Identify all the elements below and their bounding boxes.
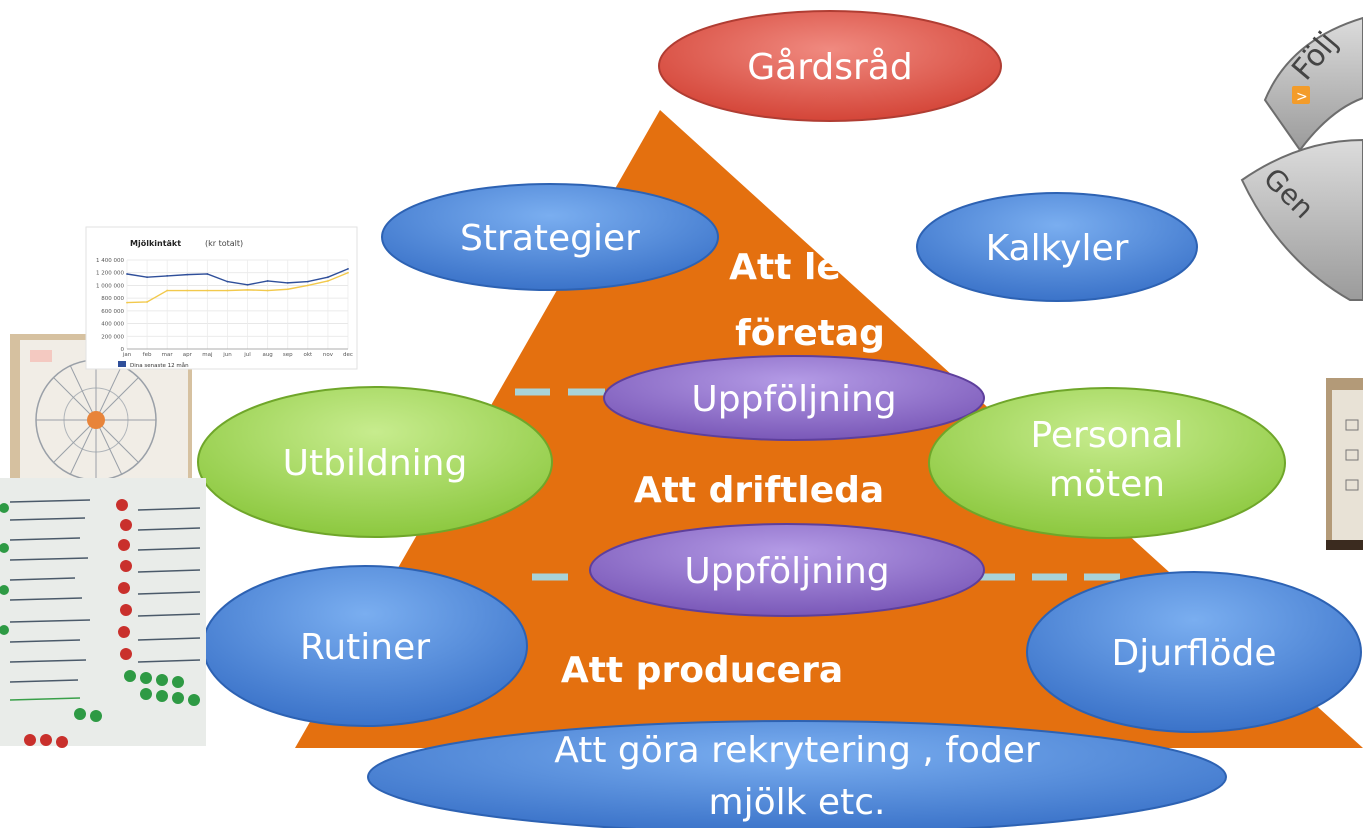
oval-strategier: Strategier: [381, 183, 719, 291]
chart-xtick-label: aug: [262, 352, 272, 358]
chart-ytick-label: 600 000: [101, 309, 124, 315]
level-label-producera: Att producera: [561, 650, 843, 691]
svg-text:Att göra rekrytering , foder: Att göra rekrytering , foder: [554, 730, 1040, 771]
svg-text:Uppföljning: Uppföljning: [684, 551, 889, 592]
chart-series-line-1: [126, 272, 349, 304]
svg-text:>: >: [1296, 89, 1308, 105]
chart-point: [246, 283, 249, 286]
svg-text:Uppföljning: Uppföljning: [691, 379, 896, 420]
cycle-badge: > Följ Gen: [1240, 16, 1363, 301]
chart-point: [226, 280, 229, 283]
level-label-foretag: företag: [735, 313, 885, 354]
chart-point: [166, 289, 169, 292]
chart-ytick-label: 800 000: [101, 296, 124, 302]
level-label-driftleda: Att driftleda: [634, 470, 884, 511]
chart-xtick-label: dec: [343, 352, 353, 358]
oval-kalkyler: Kalkyler: [916, 192, 1198, 302]
milk-income-chart: Mjölkintäkt (kr totalt) 1 400 000 1 200 0…: [85, 226, 358, 370]
chart-xtick-label: feb: [143, 352, 152, 358]
chart-ytick-label: 200 000: [101, 334, 124, 340]
chart-point: [306, 284, 309, 287]
chart-point: [226, 289, 229, 292]
chart-ytick-label: 1 400 000: [96, 258, 124, 264]
chart-point: [327, 280, 329, 282]
chart-xtick-label: maj: [202, 352, 213, 358]
chart-point: [186, 273, 189, 276]
svg-text:Utbildning: Utbildning: [283, 443, 468, 484]
oval-personal-moten: Personal möten: [928, 387, 1286, 539]
chart-point: [206, 289, 209, 292]
chart-ytick-label: 1 200 000: [96, 271, 124, 277]
chevron-icon: [1292, 86, 1310, 104]
chart-point: [146, 301, 148, 303]
svg-text:Strategier: Strategier: [460, 218, 640, 259]
chart-ytick-label: 400 000: [101, 322, 124, 328]
chart-xtick-label: jun: [222, 352, 232, 358]
chart-title: Mjölkintäkt: [130, 239, 181, 248]
chart-point: [327, 276, 329, 279]
oval-rekrytering: Att göra rekrytering , foder mjölk etc.: [367, 720, 1227, 828]
chart-point: [286, 288, 289, 291]
oval-djurflode: Djurflöde: [1026, 571, 1362, 733]
chart-point: [166, 274, 169, 277]
chart-point: [347, 271, 349, 274]
oval-rutiner: Rutiner: [202, 565, 528, 727]
chart-point: [266, 289, 269, 292]
chart-point: [126, 301, 128, 304]
svg-text:Personal: Personal: [1030, 415, 1183, 456]
svg-text:mjölk etc.: mjölk etc.: [709, 782, 886, 823]
chart-xtick-label: apr: [183, 352, 193, 358]
oval-uppfoljning-top: Uppföljning: [603, 355, 985, 441]
svg-text:Gårdsråd: Gårdsråd: [747, 47, 912, 88]
svg-text:möten: möten: [1049, 464, 1165, 505]
chart-point: [286, 281, 289, 284]
chart-point: [126, 273, 128, 275]
chart-point: [146, 276, 148, 279]
chart-xtick-label: jul: [243, 352, 251, 358]
chart-ytick-label: 0: [121, 347, 125, 353]
chart-point: [206, 273, 209, 275]
svg-text:Djurflöde: Djurflöde: [1111, 633, 1276, 674]
chart-point: [306, 280, 309, 283]
chart-xtick-label: sep: [283, 352, 293, 358]
legend-swatch: [118, 361, 126, 367]
wall-chart-photo: [1326, 378, 1363, 550]
chart-subtitle: (kr totalt): [205, 239, 243, 248]
whiteboard-photo: [0, 478, 206, 748]
chart-xtick-label: nov: [323, 352, 334, 358]
chart-point: [347, 268, 349, 270]
chart-point: [266, 280, 269, 282]
level-label-leda: Att leda: [729, 247, 891, 288]
chart-ytick-label: 1 000 000: [96, 283, 124, 289]
svg-text:Kalkyler: Kalkyler: [986, 228, 1129, 269]
chart-point: [186, 289, 189, 292]
chart-xtick-label: mar: [162, 352, 174, 358]
oval-gardsrad: Gårdsråd: [658, 10, 1002, 122]
oval-utbildning: Utbildning: [197, 386, 553, 538]
oval-uppfoljning-mid: Uppföljning: [589, 523, 985, 617]
chart-series-line-0: [126, 268, 349, 286]
svg-text:Rutiner: Rutiner: [300, 627, 430, 668]
chart-xtick-label: jan: [122, 352, 132, 358]
chart-xtick-label: okt: [303, 352, 313, 358]
chart-point: [246, 288, 249, 291]
legend-label: Dina senaste 12 mån: [130, 362, 189, 369]
